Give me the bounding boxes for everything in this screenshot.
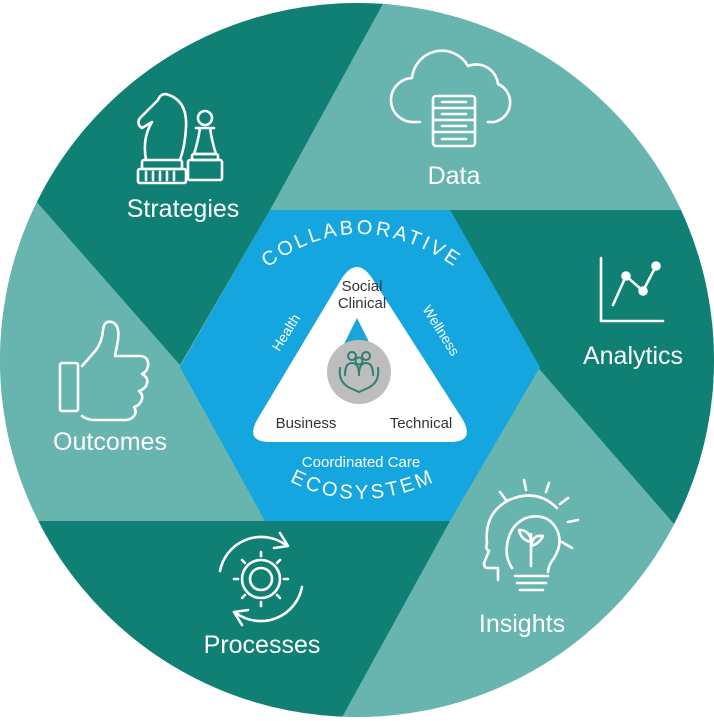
- processes-label: Processes: [204, 631, 321, 659]
- people-in-hands-icon: [338, 351, 380, 393]
- segment-outcomes-region: [0, 160, 265, 521]
- social-text: Social: [342, 278, 383, 295]
- outcomes-label: Outcomes: [53, 428, 167, 456]
- line-chart-icon: [599, 256, 665, 323]
- data-label: Data: [428, 162, 481, 190]
- lightbulb-head-icon: [482, 478, 580, 592]
- clinical-text: Clinical: [338, 295, 386, 312]
- cloud-server-icon: [389, 49, 512, 148]
- strategies-label: Strategies: [127, 195, 240, 223]
- gear-cycle-icon: [218, 531, 304, 627]
- chess-pieces-icon: [136, 92, 224, 185]
- insights-label: Insights: [479, 610, 565, 638]
- segment-analytics-region: [450, 210, 714, 570]
- coordinated-care-text: Coordinated Care: [302, 454, 420, 471]
- thumbs-up-icon: [58, 320, 150, 422]
- analytics-label: Analytics: [583, 342, 683, 370]
- business-text: Business: [276, 415, 337, 432]
- technical-text: Technical: [390, 415, 453, 432]
